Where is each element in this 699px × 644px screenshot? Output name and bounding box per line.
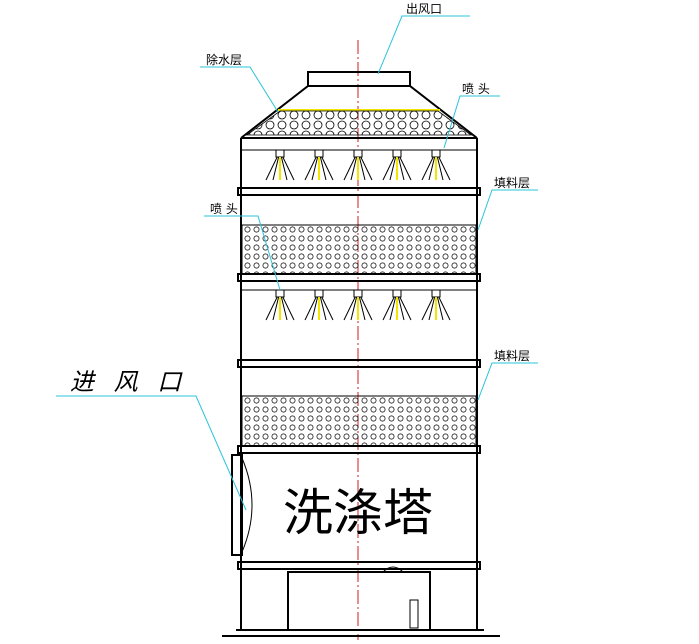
label-demister: 除水层: [206, 52, 242, 67]
nozzle-icon: [304, 149, 334, 181]
nozzle-icon: [265, 289, 295, 321]
leader-lines: [56, 15, 538, 511]
tower-base: [222, 566, 500, 637]
nozzle-icon: [265, 149, 295, 181]
nozzle-icon: [421, 149, 451, 181]
label-packing-upper: 填料层: [494, 176, 530, 190]
nozzle-icon: [382, 289, 412, 321]
label-nozzle-upper: 喷 头: [462, 82, 490, 96]
label-outlet: 出风口: [406, 2, 442, 16]
outlet-duct: [307, 71, 411, 87]
packing-layer-lower: [241, 395, 477, 447]
nozzle-icon: [382, 149, 412, 181]
nozzle-icon: [343, 289, 373, 321]
tower-shell: [240, 137, 478, 630]
packing-layer-upper: [241, 224, 477, 275]
label-packing-lower: 填料层: [494, 349, 530, 363]
demister-cone: [240, 85, 478, 139]
nozzle-row-lower: [265, 289, 451, 321]
nozzle-icon: [304, 289, 334, 321]
flange-rings: [237, 187, 481, 570]
label-inlet: 进 风 口: [70, 368, 187, 396]
nozzle-icon: [343, 149, 373, 181]
title: 洗涤塔: [283, 484, 433, 542]
label-nozzle-lower: 喷 头: [210, 202, 238, 216]
inlet-duct: [231, 454, 253, 556]
nozzle-icon: [421, 289, 451, 321]
nozzle-row-upper: [265, 149, 451, 181]
